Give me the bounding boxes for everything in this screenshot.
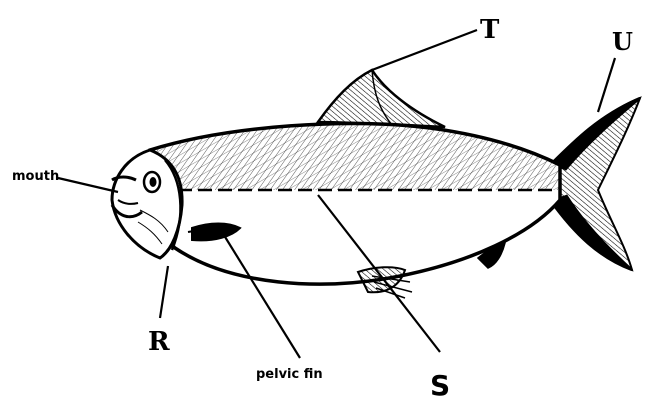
fish-body: [150, 110, 570, 284]
leader-R: [160, 266, 168, 318]
label-pelvic-fin: pelvic fin: [256, 367, 323, 382]
label-T: T: [480, 15, 500, 45]
dorsal-fin: [318, 70, 445, 127]
eye: [144, 172, 160, 192]
label-mouth: mouth: [12, 169, 59, 184]
label-U: U: [612, 27, 633, 56]
leader-mouth: [58, 178, 118, 192]
leader-T: [372, 30, 477, 70]
leader-U: [598, 58, 615, 112]
label-R: R: [148, 327, 170, 357]
tail-fin: [550, 98, 640, 270]
fish-head: [112, 150, 182, 258]
label-S: S: [430, 369, 450, 400]
